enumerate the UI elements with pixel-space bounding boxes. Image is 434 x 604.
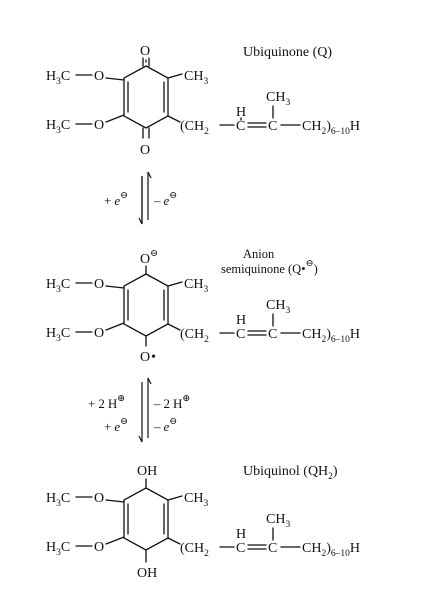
gain-electron-label: +e⊖ (104, 191, 128, 208)
top-hydroxyl: OH (137, 464, 157, 479)
isoprenoid-chain: (CH2 (180, 119, 209, 137)
chain-vinyl-h: H (236, 105, 246, 120)
methoxy-lower-ring-bond (105, 536, 125, 545)
methoxy-upper-h3c: H3C (46, 491, 70, 509)
chain-vinyl-h: H (236, 527, 246, 542)
chain-c1: C (236, 327, 245, 342)
methoxy-lower-h3c: H3C (46, 118, 70, 136)
chain-repeat: CH2)6–10H (302, 541, 360, 559)
lose-electron-label: –e⊖ (153, 191, 177, 208)
methoxy-lower-oxygen: O (94, 326, 104, 341)
methoxy-upper-oxygen: O (94, 277, 104, 292)
methoxy-upper-ring-bond (105, 285, 125, 289)
semiquinone-title-line1: Anion (243, 247, 275, 261)
methoxy-upper-oxygen: O (94, 491, 104, 506)
branch-methyl: CH3 (266, 512, 290, 530)
gain-electron-label: +e⊖ (104, 417, 128, 434)
ubiquinol-title: Ubiquinol (QH2) (243, 464, 338, 482)
methoxy-lower-h3c: H3C (46, 540, 70, 558)
oxidation-arrowhead (147, 171, 152, 179)
bottom-carbonyl-oxygen: O (140, 143, 150, 158)
chain-repeat: CH2)6–10H (302, 327, 360, 345)
ring-hexagon (123, 273, 169, 337)
semiquinone-structure: Anion semiquinone (Q•⊖) O⊖ O• H3C O H3C … (46, 247, 360, 365)
chain-ring-bond (167, 537, 181, 545)
chain-c1: C (236, 119, 245, 134)
isoprenoid-chain: (CH2 (180, 541, 209, 559)
branch-methyl: CH3 (266, 90, 290, 108)
bottom-oxygen: O• (140, 350, 156, 365)
ring-hexagon (123, 65, 169, 129)
methoxy-lower-h3c: H3C (46, 326, 70, 344)
ring-methyl: CH3 (184, 491, 208, 509)
bottom-hydroxyl: OH (137, 566, 157, 581)
ubiquinol-structure: Ubiquinol (QH2) OH OH H3C O H3C O CH3 (C… (46, 464, 360, 581)
chain-repeat: CH2)6–10H (302, 119, 360, 137)
top-oxygen: O⊖ (140, 249, 158, 267)
methoxy-lower-ring-bond (105, 322, 125, 331)
methoxy-lower-oxygen: O (94, 540, 104, 555)
isoprenoid-chain: (CH2 (180, 327, 209, 345)
chain-ring-bond (167, 115, 181, 123)
ubiquinone-structure: Ubiquinone (Q) O O H3C O H3C O CH3 (46, 44, 360, 158)
lose-electron-label: –e⊖ (153, 417, 177, 434)
chain-c2: C (268, 541, 277, 556)
methoxy-lower-ring-bond (105, 114, 125, 123)
chain-ring-bond (167, 323, 181, 331)
chain-vinyl-h: H (236, 313, 246, 328)
chain-c2: C (268, 119, 277, 134)
methyl-bond (167, 281, 183, 287)
transition-1: +e⊖ –e⊖ (104, 171, 177, 225)
methoxy-lower-oxygen: O (94, 118, 104, 133)
semiquinone-title-line2: semiquinone (Q•⊖) (221, 259, 318, 276)
ring-methyl: CH3 (184, 69, 208, 87)
methyl-bond (167, 73, 183, 79)
chain-c2: C (268, 327, 277, 342)
ubiquinone-title: Ubiquinone (Q) (243, 45, 332, 60)
top-carbonyl-oxygen: O (140, 44, 150, 59)
oxidation-arrowhead (147, 377, 152, 385)
methoxy-upper-oxygen: O (94, 69, 104, 84)
methoxy-upper-h3c: H3C (46, 69, 70, 87)
reduction-arrowhead (138, 176, 143, 225)
branch-methyl: CH3 (266, 298, 290, 316)
chain-c1: C (236, 541, 245, 556)
ring-hexagon (123, 487, 169, 551)
methoxy-upper-h3c: H3C (46, 277, 70, 295)
methoxy-upper-ring-bond (105, 77, 125, 81)
methyl-bond (167, 495, 183, 501)
methoxy-upper-ring-bond (105, 499, 125, 503)
reduction-arrowhead (138, 435, 143, 443)
ring-methyl: CH3 (184, 277, 208, 295)
